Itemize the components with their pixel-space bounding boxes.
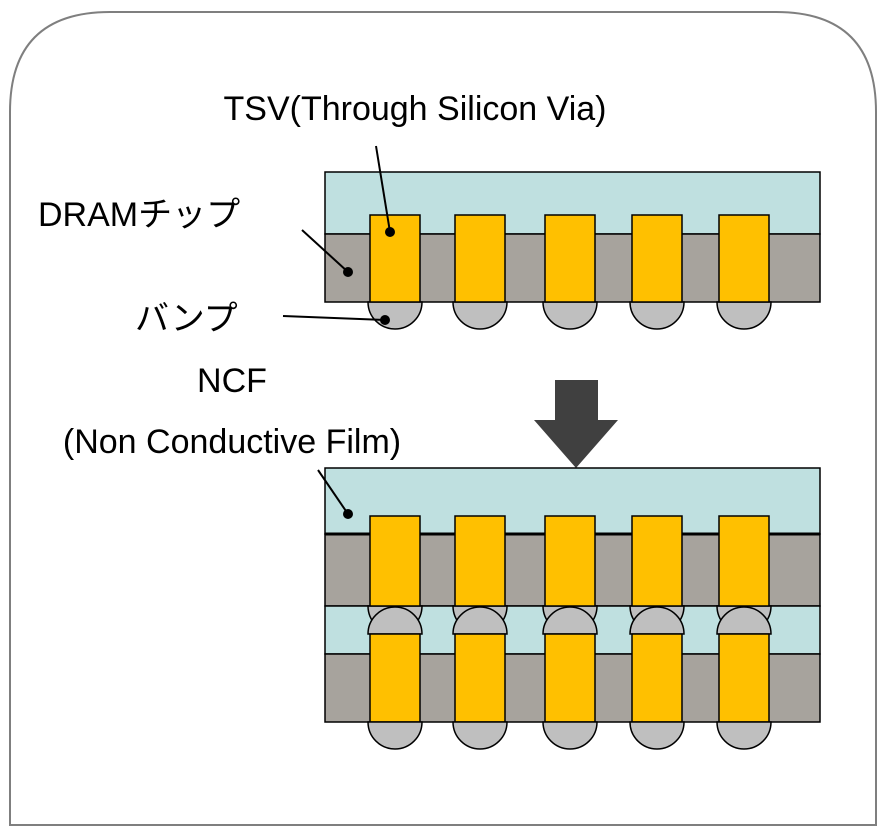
dram-chip-marker: [343, 267, 353, 277]
tsv-marker: [385, 227, 395, 237]
bump: [452, 606, 508, 635]
ncf-marker: [343, 509, 353, 519]
tsv-via: [369, 214, 421, 303]
tsv-via: [718, 214, 770, 303]
bump: [542, 301, 598, 330]
tsv-leader-line: [375, 145, 391, 233]
tsv-via: [631, 515, 683, 607]
tsv-via: [718, 515, 770, 607]
tsv-via: [631, 633, 683, 723]
bump: [452, 301, 508, 330]
tsv-via: [718, 633, 770, 723]
tsv-via: [369, 633, 421, 723]
bump: [367, 721, 423, 750]
bump-row: [367, 301, 772, 330]
tsv-via: [369, 515, 421, 607]
tsv-via: [544, 515, 596, 607]
tsv-label: TSV(Through Silicon Via): [224, 90, 607, 128]
bump: [367, 606, 423, 635]
tsv-via: [454, 633, 506, 723]
bump-row: [367, 721, 772, 750]
tsv-via: [454, 515, 506, 607]
bump-leader-line: [282, 315, 386, 321]
bump: [716, 606, 772, 635]
bump-marker: [380, 315, 390, 325]
bump: [716, 721, 772, 750]
tsv-via: [631, 214, 683, 303]
bump-label: バンプ: [135, 300, 238, 338]
bump: [629, 721, 685, 750]
down-arrow-icon: [534, 380, 618, 468]
bump: [629, 606, 685, 635]
bump: [542, 721, 598, 750]
tsv-row: [369, 515, 770, 607]
ncf-label-line1: NCF: [197, 362, 267, 400]
bump: [452, 721, 508, 750]
dram-chip-label: DRAMチップ: [38, 196, 240, 234]
bump-row: [367, 605, 772, 635]
tsv-via: [454, 214, 506, 303]
ncf-label-line2: (Non Conductive Film): [63, 423, 401, 461]
tsv-via: [544, 633, 596, 723]
ncf-leader-line: [317, 469, 349, 515]
tsv-via: [544, 214, 596, 303]
bump: [542, 606, 598, 635]
bump: [367, 301, 423, 330]
dram-chip-leader-line: [301, 229, 349, 273]
tsv-row: [369, 214, 770, 303]
bump: [716, 301, 772, 330]
single-chip-assembly: [324, 171, 821, 330]
stacked-chip-assembly: [324, 467, 821, 750]
diagram-frame: [9, 11, 877, 826]
bump: [629, 301, 685, 330]
